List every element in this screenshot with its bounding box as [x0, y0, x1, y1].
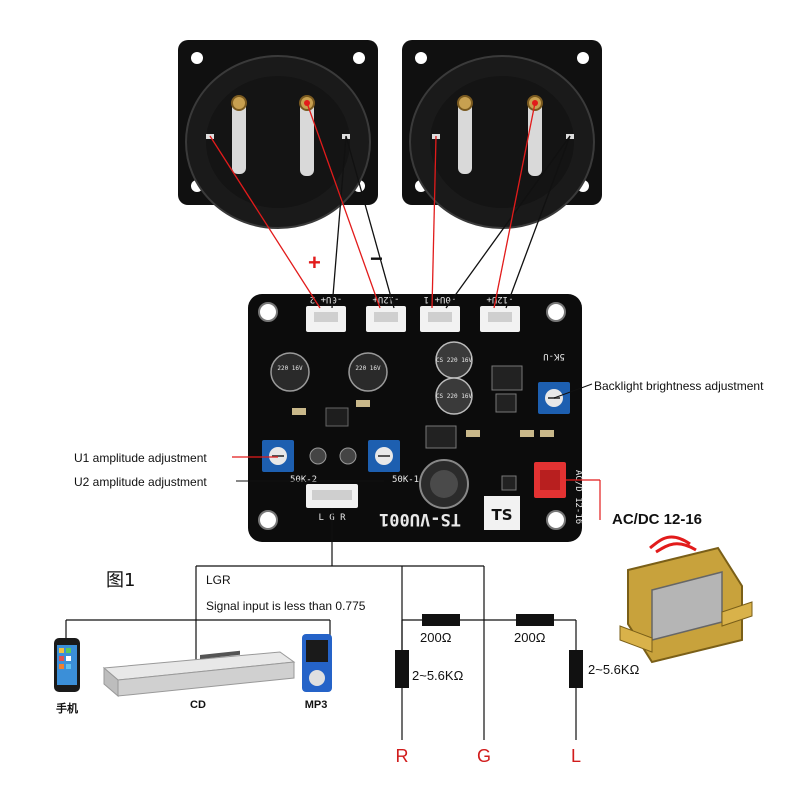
- pot-u1-amplitude[interactable]: [262, 440, 294, 472]
- pot-label-1: 50K-2: [290, 475, 317, 485]
- u2-adjustment-label: U2 amplitude adjustment: [74, 475, 207, 489]
- vu-meter-left: [178, 40, 378, 229]
- terminal-lug-icon: [528, 96, 542, 176]
- resistor-r2: [516, 614, 554, 626]
- power-connector: [534, 462, 566, 498]
- u1-adjustment-label: U1 amplitude adjustment: [74, 451, 207, 465]
- output-r-label: R: [396, 746, 409, 766]
- vu-meter-right: [402, 40, 602, 229]
- meter-wires: [209, 102, 571, 309]
- mp3-player-icon: [302, 634, 332, 692]
- capacitor-cs-1: CS 220 16V: [435, 341, 473, 379]
- power-spec-label: AC/DC 12-16: [612, 511, 702, 528]
- cd-label: CD: [190, 699, 206, 711]
- capacitor-large: [419, 459, 469, 509]
- output-l-label: L: [571, 746, 581, 766]
- smd-component: [501, 475, 517, 491]
- transistor-chip: [495, 393, 517, 413]
- connector-jp5: [306, 306, 346, 332]
- ts-logo-icon: TS: [484, 496, 520, 530]
- pot-u2-amplitude[interactable]: [368, 440, 400, 472]
- power-silk-label: AC/D 12-16: [573, 470, 583, 524]
- svg-text:220 16V: 220 16V: [355, 365, 381, 372]
- resistor-r4: [569, 650, 583, 688]
- capacitor-c7: 220 16V: [348, 352, 388, 392]
- terminal-lug-icon: [232, 96, 246, 174]
- pot-label-2: 50K-1: [392, 475, 419, 485]
- signal-input-connector: [306, 484, 358, 508]
- connector-jp4: [420, 306, 460, 332]
- backlight-adjustment-label: Backlight brightness adjustment: [594, 379, 764, 393]
- figure-label: 图1: [106, 570, 135, 591]
- board-model-label: TS-VU001: [379, 509, 461, 529]
- svg-text:TS: TS: [491, 506, 512, 524]
- resistor-r4-value: 2~5.6KΩ: [588, 662, 640, 677]
- signal-input-note: Signal input is less than 0.775: [206, 599, 366, 613]
- connector-jp3: [480, 306, 520, 332]
- pcb-board: -0U+ 2 -12U+ -0U+ 1 -12U+ 220 16V 220 16…: [248, 294, 583, 542]
- power-transformer: [566, 479, 753, 664]
- mp3-label: MP3: [305, 699, 328, 711]
- svg-text:220 16V: 220 16V: [277, 365, 303, 372]
- resistor-r3: [395, 650, 409, 688]
- pot-label-3: 5K-U: [543, 351, 565, 361]
- output-g-label: G: [477, 746, 491, 766]
- regulator-chip: [491, 365, 523, 391]
- phone-label: 手机: [56, 701, 78, 715]
- svg-text:CS 220 16V: CS 220 16V: [436, 393, 473, 400]
- phone-icon: [54, 638, 80, 692]
- capacitor-cs-2: CS 220 16V: [435, 377, 473, 415]
- resistor-r3-value: 2~5.6KΩ: [412, 668, 464, 683]
- svg-text:CS 220 16V: CS 220 16V: [436, 357, 473, 364]
- connector-jp2: [366, 306, 406, 332]
- plus-sign-label: +: [308, 250, 321, 275]
- resistor-r1-value: 200Ω: [420, 630, 452, 645]
- connector-label-4: -12U+: [486, 294, 514, 304]
- terminal-lug-icon: [300, 96, 314, 176]
- connector-label-1: -0U+ 2: [310, 294, 343, 304]
- resistor-r1: [422, 614, 460, 626]
- signal-wires: [65, 508, 485, 740]
- ic-chip: [325, 407, 349, 427]
- bridge-rectifier: [425, 425, 457, 449]
- connector-label-3: -0U+ 1: [424, 294, 457, 304]
- cd-player-icon: [102, 650, 296, 698]
- lgr-label: LGR: [206, 573, 231, 587]
- resistor-r2-value: 200Ω: [514, 630, 546, 645]
- backlight-leader: [553, 383, 593, 399]
- connector-label-2: -12U+: [372, 294, 400, 304]
- minus-sign-label: −: [370, 246, 383, 271]
- terminal-lug-icon: [458, 96, 472, 174]
- capacitor-c6: 220 16V: [270, 352, 310, 392]
